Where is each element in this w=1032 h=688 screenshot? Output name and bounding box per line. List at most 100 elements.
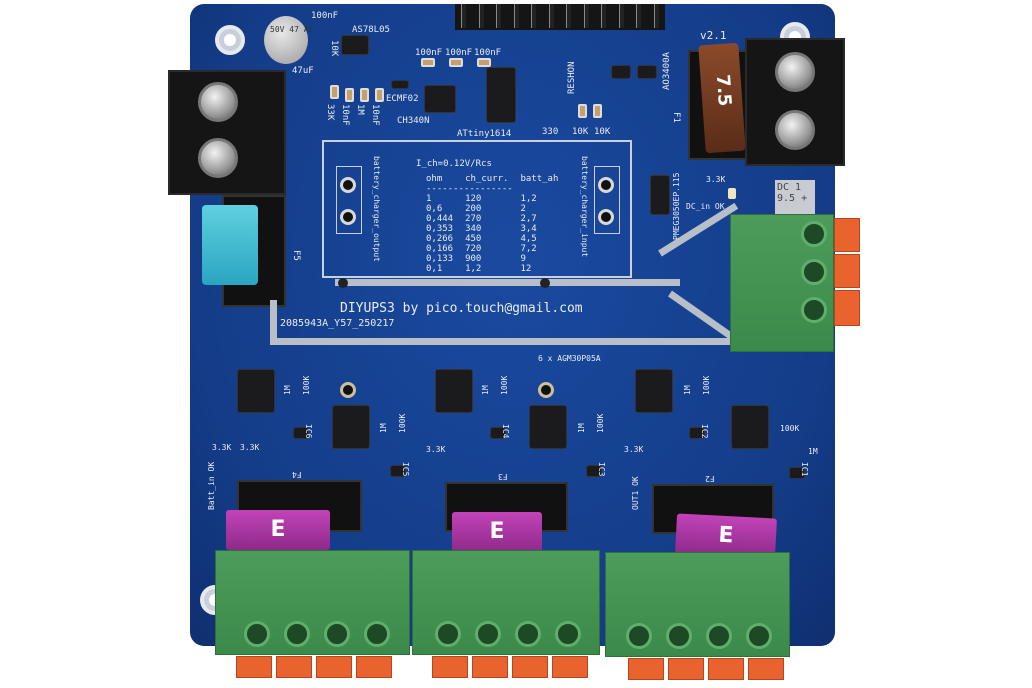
resistor-label: 1M [683,385,692,395]
output-terminal-right [730,214,834,352]
led-label: OUT1 OK [631,476,640,510]
terminal-levers [236,656,392,678]
resistor-label: 100K [398,413,407,433]
resistor-label: 3.3K [240,443,260,452]
blue-fuse[interactable] [202,205,258,285]
mosfet-agm30p05a [732,406,768,448]
cap-label: 100nF [445,48,473,58]
resistor-label: 10nF [340,104,350,126]
formula: I_ch=0.12V/Rcs [416,159,492,169]
led-dc-in [728,188,736,199]
power-trace [335,279,680,286]
via [338,278,348,288]
led-label: DC_in OK [686,202,725,211]
input-connector [594,166,620,234]
power-trace [270,300,277,344]
mosfet-agm30p05a [333,406,369,448]
mosfet-agm30p05a [238,370,274,412]
ecmf-label: ECMF02 [386,94,419,104]
terminal-lever[interactable] [236,656,272,678]
resistor-label: 3.3K [624,445,644,454]
terminal-lever[interactable] [276,656,312,678]
resistor [360,88,369,102]
fuse-ref-label: F4 [292,470,302,479]
terminal-lever[interactable] [748,658,784,680]
reshon-label: RESHON [567,61,577,94]
via-hole [538,382,554,398]
charger-output-label: battery_charger_output [372,156,381,262]
resistor-label: 1M [379,423,388,433]
fuse-ref-label: F3 [498,472,508,481]
terminal-screw[interactable] [775,52,815,92]
terminal-screw[interactable] [198,82,238,122]
diode-label: PMEG3050EP.115 [672,172,681,240]
capacitor [477,58,491,67]
output-terminal-2 [412,550,600,655]
resistor [330,85,339,99]
cap-label: 47uF [292,66,314,76]
dc-terminal-block [745,38,845,166]
ch340n-label: CH340N [397,116,430,126]
terminal-lever[interactable] [834,218,860,252]
ic-label: IC3 [597,462,606,477]
terminal-lever[interactable] [668,658,704,680]
resistor-label: 10K [572,127,589,137]
table-separator: ---------------- [426,184,513,194]
mosfet-sot23 [612,66,630,78]
terminal-lever[interactable] [834,290,860,326]
input-terminal-block [168,70,286,195]
ic-label: IC6 [304,424,313,439]
dc-label: DC 19.5 + [775,180,815,216]
capacitor [421,58,435,67]
resistor [375,88,384,102]
ecmf-chip [392,81,408,88]
power-trace [270,338,730,345]
main-fuse[interactable]: 7.5 [698,42,746,154]
via [540,278,550,288]
capacitor [449,58,463,67]
resistor-label: 3.3K [212,443,232,452]
resistor-label: 100K [500,375,509,395]
terminal-lever[interactable] [552,656,588,678]
output-terminal-1 [215,550,410,655]
regulator-chip [342,36,368,54]
resistor [593,104,602,118]
board-title: DIYUPS3 by pico.touch@gmail.com [340,301,583,316]
resistor-label: 1M [577,423,586,433]
terminal-screw[interactable] [775,110,815,150]
ic [491,428,505,438]
terminal-screw[interactable] [198,138,238,178]
terminal-lever[interactable] [432,656,468,678]
output-fuse[interactable]: E [452,512,542,552]
charger-info-box: battery_charger_output battery_charger_i… [322,140,632,278]
resistor-label: 330 [542,127,559,137]
schottky-diode [651,176,669,214]
output-fuse[interactable]: E [226,510,330,550]
resistor-label: 1M [481,385,490,395]
terminal-lever[interactable] [356,656,392,678]
pin-header [455,4,665,30]
mounting-hole [215,25,245,55]
terminal-lever[interactable] [472,656,508,678]
mosfet-agm30p05a [436,370,472,412]
ic-label: IC2 [700,424,709,439]
cap-label: 100nF [311,11,339,21]
mosfet-sot23 [638,66,656,78]
terminal-lever[interactable] [316,656,352,678]
output-terminal-3 [605,552,790,657]
terminal-lever[interactable] [834,254,860,288]
terminal-lever[interactable] [708,658,744,680]
resistor-label: 1M [283,385,292,395]
ao3400a-label: AO3400A [662,52,672,90]
resistor-label: 100K [302,375,311,395]
ch340n-chip [425,86,455,112]
terminal-lever[interactable] [512,656,548,678]
ic [294,428,308,438]
terminal-lever[interactable] [628,658,664,680]
